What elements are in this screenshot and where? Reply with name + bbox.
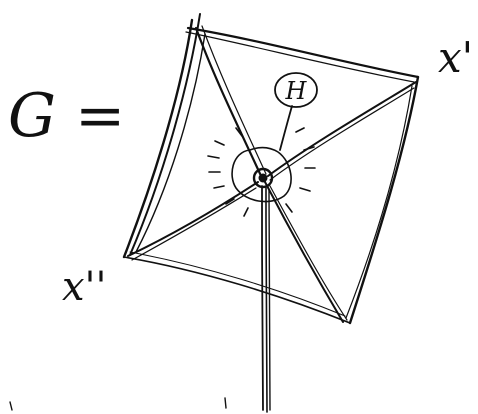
tail-edges bbox=[262, 186, 270, 412]
outer-quadrilateral bbox=[124, 14, 418, 323]
h-bubble: H bbox=[275, 73, 317, 107]
diagonal-top-left-to-center-2 bbox=[202, 26, 266, 174]
diagonal-center-to-bottom-right-2 bbox=[270, 186, 347, 320]
stray-mark-right bbox=[225, 398, 226, 408]
vertex-label-top-right: x' bbox=[438, 33, 473, 82]
graph-label: G = bbox=[8, 81, 125, 151]
edge-left bbox=[124, 20, 192, 257]
diagonal-center-to-bottom-right bbox=[265, 182, 343, 322]
edge-right-2 bbox=[346, 86, 412, 318]
diagonal-top-left-to-center bbox=[196, 28, 262, 178]
h-label: H bbox=[285, 77, 308, 105]
tail-line-2 bbox=[266, 188, 267, 412]
edge-top-2 bbox=[186, 32, 414, 82]
edge-right bbox=[350, 77, 418, 323]
edge-top bbox=[188, 28, 418, 77]
diagonal-center-to-bottom-left-2 bbox=[132, 188, 256, 260]
vertex-label-bottom-left: x'' bbox=[62, 264, 107, 310]
stray-mark-left bbox=[10, 402, 12, 410]
tail-line-1 bbox=[262, 186, 263, 410]
center-node-dot bbox=[259, 174, 268, 183]
edge-bottom bbox=[124, 257, 350, 323]
h-connector bbox=[280, 106, 292, 150]
tail-line-3 bbox=[269, 190, 270, 410]
